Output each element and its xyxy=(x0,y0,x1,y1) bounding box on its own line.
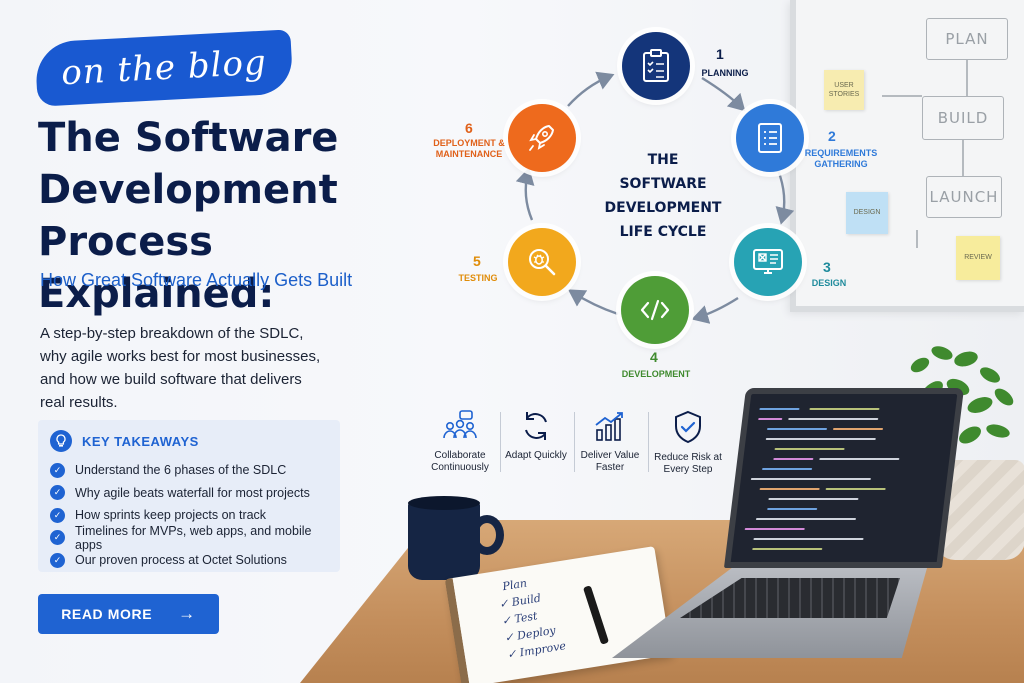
notebook-line: ✓ Build xyxy=(498,591,542,611)
cycle-arrows xyxy=(515,71,795,324)
benefit-collaborate: Collaborate Continuously xyxy=(422,410,498,474)
key-takeaways-panel: KEY TAKEAWAYS ✓Understand the 6 phases o… xyxy=(38,420,340,572)
takeaway-item: ✓How sprints keep projects on track xyxy=(50,504,330,527)
whiteboard-connector xyxy=(882,95,922,97)
check-icon: ✓ xyxy=(50,552,65,568)
whiteboard-box-build: BUILD xyxy=(922,96,1004,140)
check-icon: ✓ xyxy=(50,462,65,478)
document-list-icon xyxy=(758,123,782,153)
phase-number: 5 xyxy=(473,253,481,269)
arrow-right-icon: → xyxy=(178,604,196,623)
lightbulb-icon xyxy=(50,430,72,452)
benefit-divider xyxy=(648,412,649,472)
notebook-line: ✓ Test xyxy=(500,609,539,628)
key-takeaways-header: KEY TAKEAWAYS xyxy=(50,430,330,452)
cycle-center-title: THE SOFTWARE DEVELOPMENT LIFE CYCLE xyxy=(604,152,722,240)
laptop-screen xyxy=(723,388,965,568)
growth-chart-icon xyxy=(595,412,623,441)
benefit-adapt: Adapt Quickly xyxy=(498,410,574,462)
phase-label: DEPLOYMENT & MAINTENANCE xyxy=(433,138,505,159)
refresh-cycle-icon xyxy=(525,412,547,440)
sticky-note-design: DESIGN xyxy=(846,192,888,234)
page-subtitle: How Great Software Actually Gets Built xyxy=(40,270,353,290)
phase-label: DEVELOPMENT xyxy=(621,369,691,379)
takeaway-item: ✓Timelines for MVPs, web apps, and mobil… xyxy=(50,524,330,552)
rocket-icon xyxy=(529,125,554,151)
read-more-button[interactable]: READ MORE → xyxy=(38,594,219,634)
phase-circle-development xyxy=(621,276,689,344)
clipboard-checklist-icon xyxy=(643,49,669,82)
coffee-mug xyxy=(408,500,480,580)
phase-label: DESIGN xyxy=(811,278,847,288)
code-brackets-icon xyxy=(640,299,670,321)
phase-number: 4 xyxy=(650,349,658,365)
key-takeaways-title: KEY TAKEAWAYS xyxy=(82,433,199,449)
phase-circle-testing xyxy=(508,228,576,296)
benefit-label: Reduce Risk at Every Step xyxy=(654,452,722,475)
benefit-reduce-risk: Reduce Risk at Every Step xyxy=(650,410,726,476)
page-title: The Software Development Process Explain… xyxy=(38,115,339,317)
coffee-mug-rim xyxy=(408,496,480,510)
whiteboard-connector xyxy=(916,230,918,248)
phase-number: 1 xyxy=(716,46,724,62)
team-chat-icon xyxy=(443,410,477,439)
check-icon: ✓ xyxy=(50,530,65,546)
read-more-label: READ MORE xyxy=(61,606,153,622)
blog-badge: on the blog xyxy=(34,29,294,107)
phase-label: PLANNING xyxy=(701,68,749,78)
whiteboard-box-plan: PLAN xyxy=(926,18,1008,60)
page-description: A step-by-step breakdown of the SDLC, wh… xyxy=(40,325,321,411)
benefit-label: Collaborate Continuously xyxy=(431,450,489,473)
sticky-note-user-stories: USER STORIES xyxy=(824,70,864,110)
benefit-divider xyxy=(500,412,501,472)
phase-number: 6 xyxy=(465,120,473,136)
phase-circle-design xyxy=(734,228,802,296)
check-icon: ✓ xyxy=(50,485,65,501)
design-monitor-icon xyxy=(753,249,783,274)
phase-label: REQUIREMENTS GATHERING xyxy=(804,148,878,169)
benefit-divider xyxy=(574,412,575,472)
takeaway-item: ✓Understand the 6 phases of the SDLC xyxy=(50,459,330,482)
phase-circle-requirements xyxy=(736,104,804,172)
benefit-deliver: Deliver Value Faster xyxy=(572,410,648,474)
phase-number: 2 xyxy=(828,128,836,144)
benefit-label: Deliver Value Faster xyxy=(580,450,640,473)
whiteboard-box-launch: LAUNCH xyxy=(926,176,1002,218)
takeaway-item: ✓Why agile beats waterfall for most proj… xyxy=(50,482,330,505)
benefit-label: Adapt Quickly xyxy=(505,450,567,461)
notebook-line: Plan xyxy=(501,576,528,594)
whiteboard-connector xyxy=(966,60,968,96)
whiteboard: PLAN BUILD LAUNCH USER STORIES DESIGN RE… xyxy=(790,0,1024,312)
sticky-note-review: REVIEW xyxy=(956,236,1000,280)
whiteboard-connector xyxy=(962,140,964,176)
phase-circle-deployment xyxy=(508,104,576,172)
phase-number: 3 xyxy=(823,259,831,275)
takeaway-item: ✓Our proven process at Octet Solutions xyxy=(50,549,330,572)
blog-badge-text: on the blog xyxy=(60,42,268,94)
bug-magnifier-icon xyxy=(529,249,556,276)
check-icon: ✓ xyxy=(50,507,65,523)
phase-circle-planning xyxy=(622,32,690,100)
shield-check-icon xyxy=(675,410,701,444)
phase-label: TESTING xyxy=(458,273,498,283)
